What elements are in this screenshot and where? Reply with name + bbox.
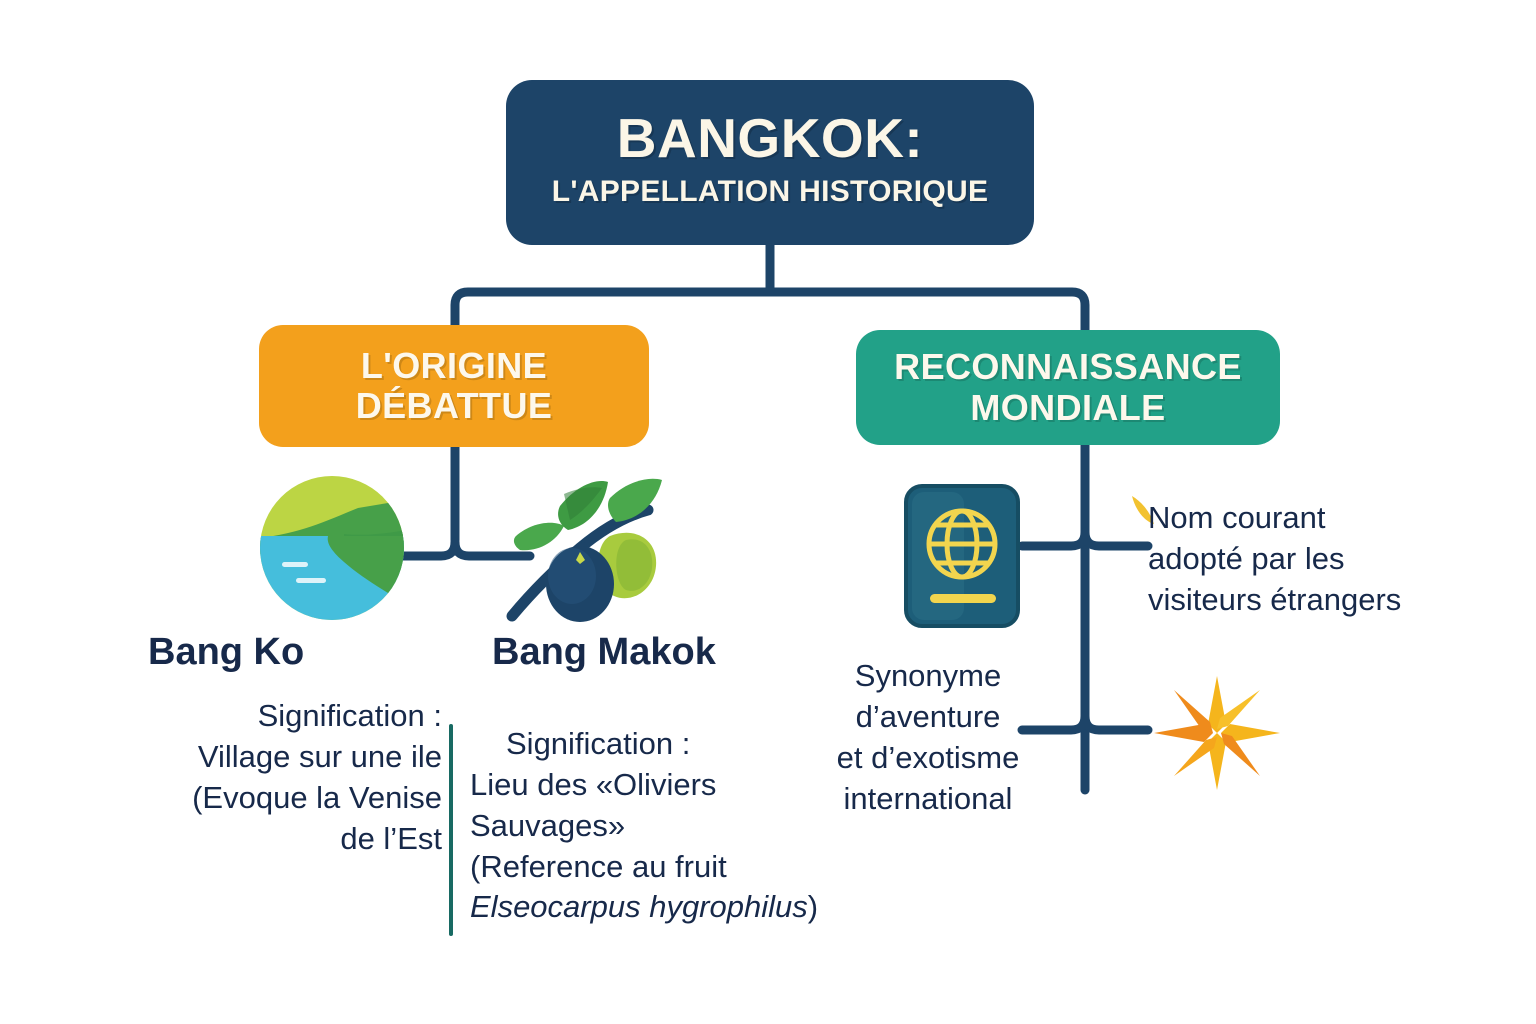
- bangko-term: Bang Ko: [148, 631, 305, 673]
- item-bangmakok: Bang Makok Signification : Lieu des «Oli…: [470, 631, 870, 929]
- bangko-desc-line3: (Evoque la Venise: [192, 779, 442, 815]
- branch-right-label-line2: MONDIALE: [970, 386, 1166, 428]
- branch-card-reconnaissance-mondiale[interactable]: RECONNAISSANCE MONDIALE: [856, 330, 1280, 445]
- page-subtitle: L'APPELLATION HISTORIQUE: [551, 175, 989, 209]
- island-icon: [258, 474, 406, 622]
- section-divider: [449, 724, 453, 936]
- synonyme-line1: Synonyme: [854, 658, 1002, 693]
- item-nom-courant: Nom courant adopté par les visiteurs étr…: [1148, 498, 1468, 621]
- passport-icon: [898, 482, 1028, 630]
- nom-courant-line1: Nom courant: [1148, 500, 1326, 535]
- branch-right-label-line1: RECONNAISSANCE: [894, 346, 1242, 388]
- compass-star-icon: [1152, 672, 1282, 794]
- title-card: BANGKOK: L'APPELLATION HISTORIQUE: [506, 80, 1034, 245]
- bangmakok-term: Bang Makok: [492, 631, 716, 673]
- nom-courant-line3: visiteurs étrangers: [1148, 581, 1402, 617]
- bangko-description: Signification : Village sur une ile (Evo…: [112, 696, 442, 860]
- synonyme-description: Synonyme d’aventure et d’exotisme intern…: [812, 656, 1044, 820]
- bangmakok-species-name: Elseocarpus hygrophilus: [470, 889, 808, 925]
- branch-left-label-line1: L'ORIGINE: [360, 344, 548, 386]
- spark-icon: [1128, 494, 1164, 536]
- nom-courant-description: Nom courant adopté par les visiteurs étr…: [1148, 498, 1468, 621]
- bangmakok-desc-line1: Signification :: [506, 725, 691, 761]
- page-title: BANGKOK:: [616, 107, 924, 170]
- bangmakok-desc-line3: Sauvages»: [470, 807, 626, 843]
- bangmakok-description: Signification : Lieu des «Oliviers Sauva…: [470, 724, 870, 929]
- bangmakok-desc-line5-tail: ): [807, 889, 819, 925]
- synonyme-line3: et d’exotisme: [836, 739, 1020, 775]
- branch-left-label-line2: DÉBATTUE: [355, 385, 553, 426]
- bangko-desc-line2: Village sur une ile: [197, 738, 442, 774]
- bangmakok-desc-line5: Elseocarpus hygrophilus): [470, 887, 870, 928]
- bangko-desc-line1: Signification :: [257, 697, 442, 733]
- nom-courant-line2: adopté par les: [1148, 540, 1345, 576]
- olive-branch-icon: [498, 464, 670, 629]
- item-bangko: Bang Ko Signification : Village sur une …: [112, 631, 442, 860]
- bangmakok-desc-line4: (Reference au fruit: [470, 848, 727, 884]
- item-synonyme: Synonyme d’aventure et d’exotisme intern…: [812, 656, 1044, 820]
- branch-card-origine-debattue[interactable]: L'ORIGINE DÉBATTUE: [259, 325, 649, 447]
- synonyme-line4: international: [843, 780, 1013, 816]
- synonyme-line2: d’aventure: [855, 698, 1001, 734]
- bangko-desc-line4: de l’Est: [340, 820, 442, 856]
- bangmakok-desc-line2: Lieu des «Oliviers: [470, 766, 717, 802]
